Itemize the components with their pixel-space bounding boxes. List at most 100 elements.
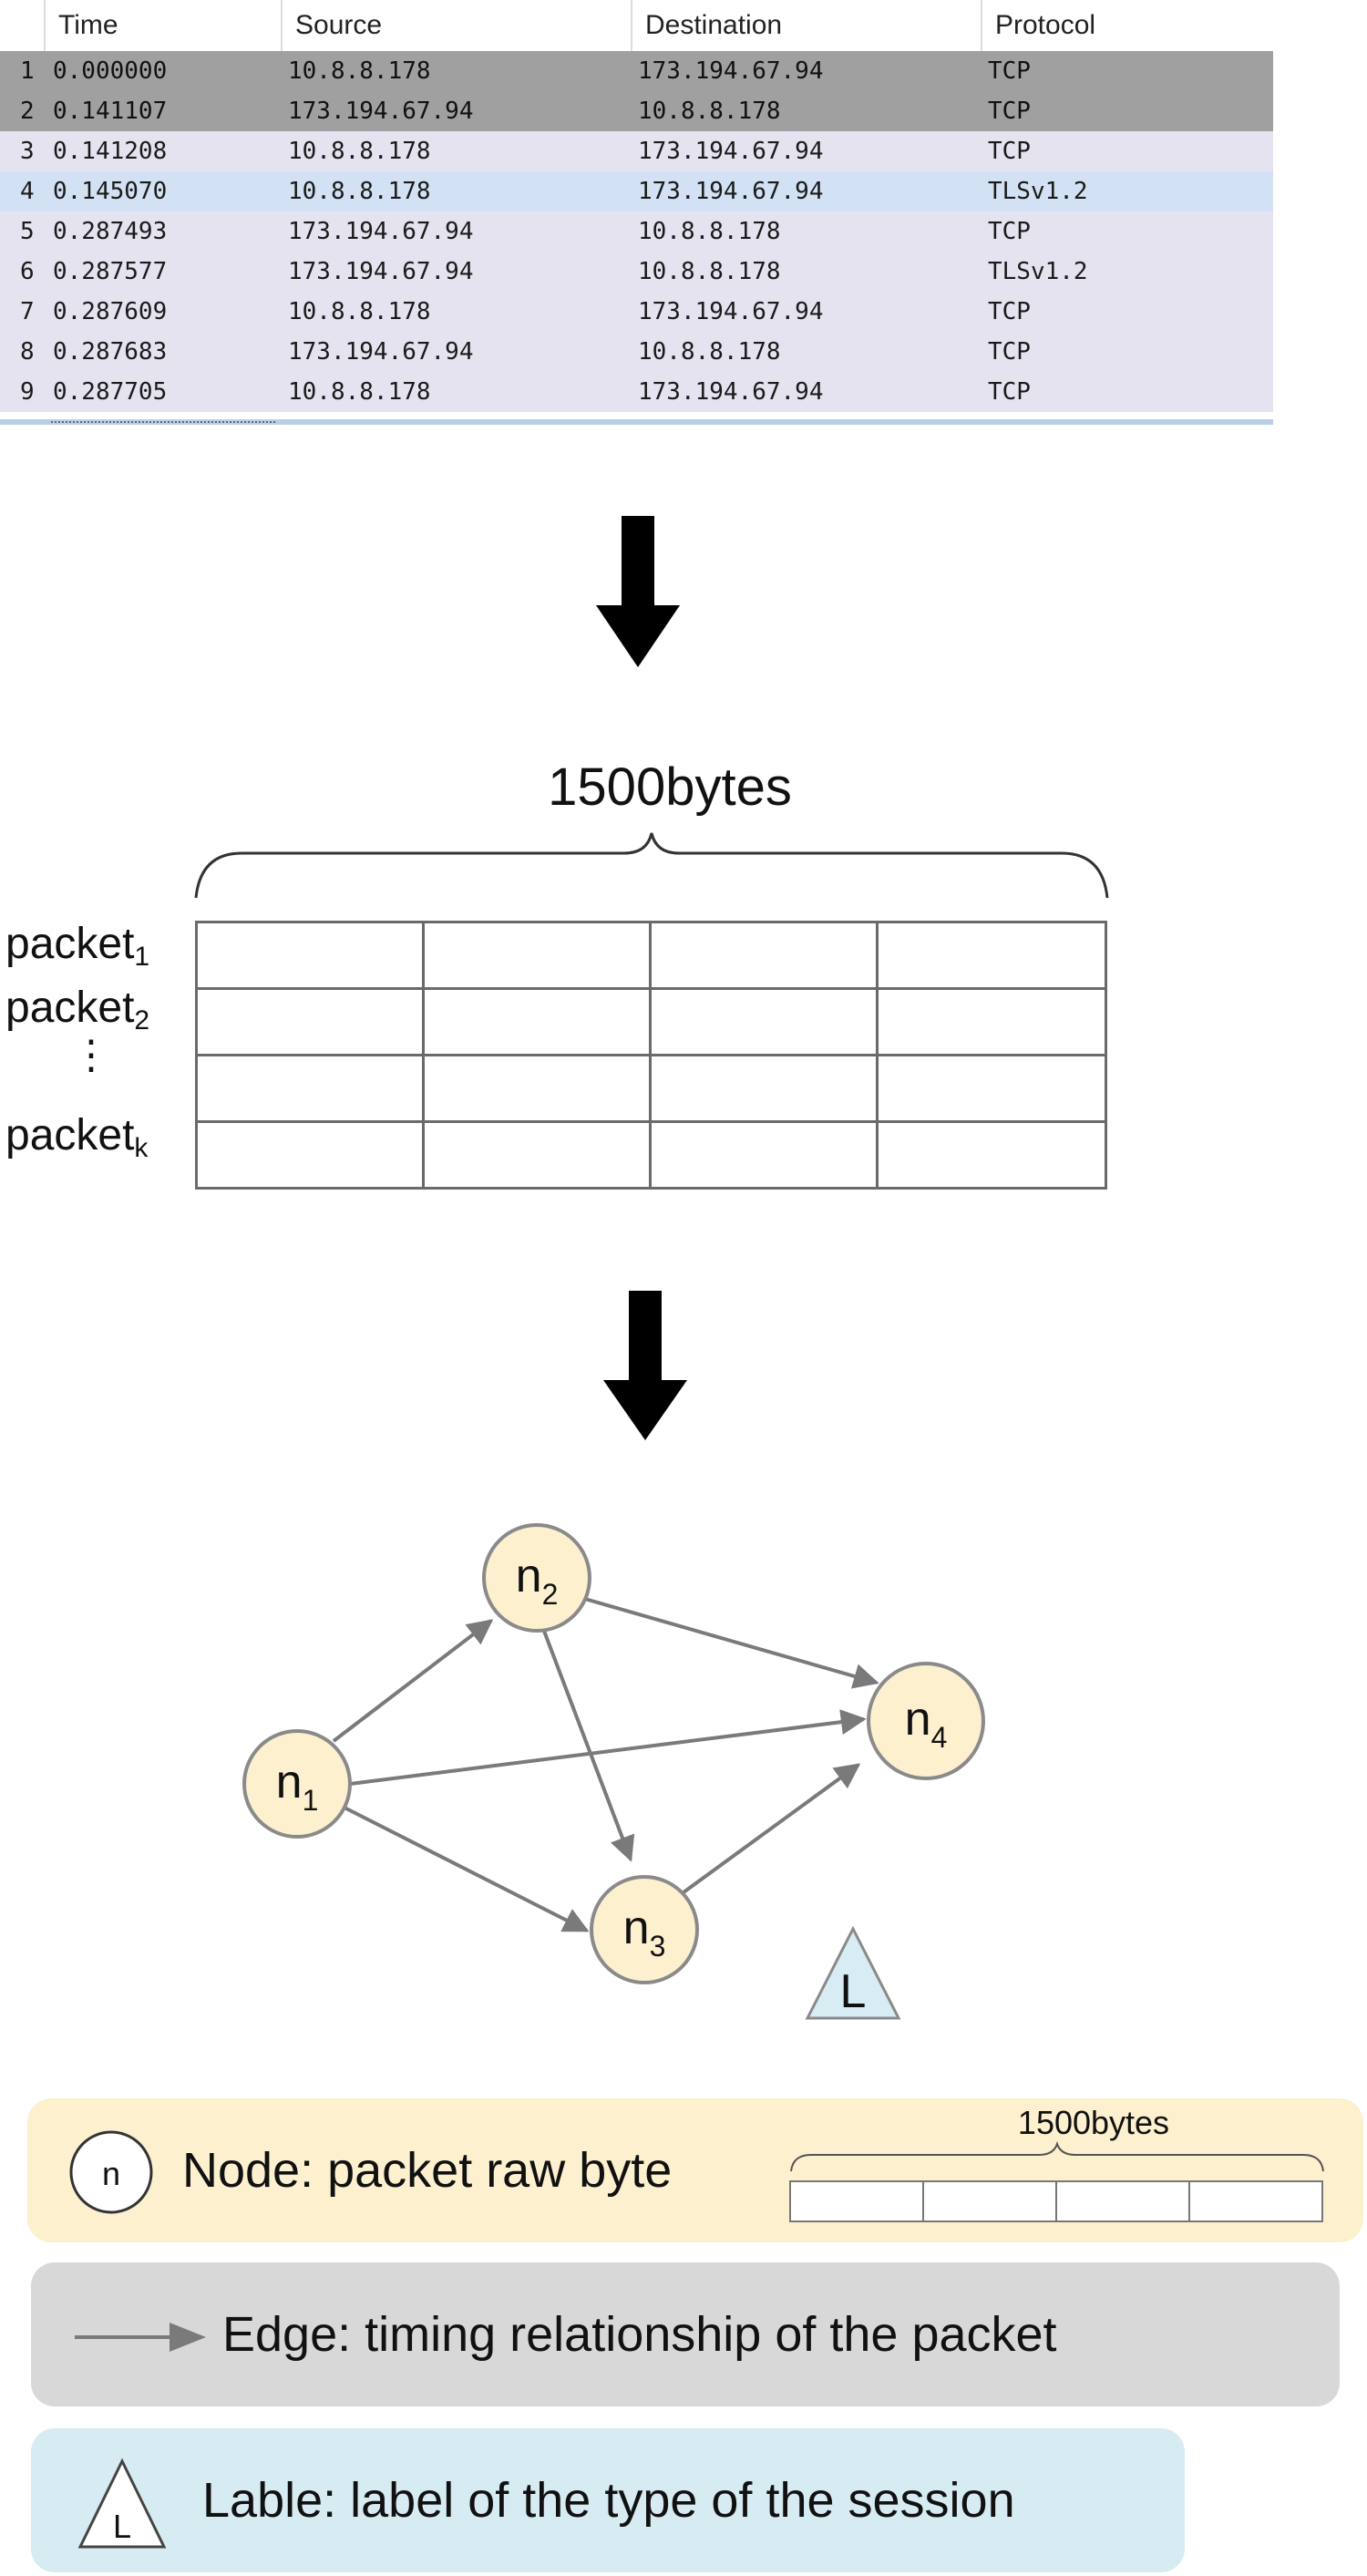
packet-source: 173.194.67.94	[288, 338, 474, 366]
packet-row[interactable]: 6 0.287577 173.194.67.94 10.8.8.178 TLSv…	[0, 252, 1273, 292]
packet-protocol: TCP	[988, 298, 1031, 325]
packet-list-table: Time Source Destination Protocol 1 0.000…	[0, 0, 1273, 427]
packet-destination: 173.194.67.94	[638, 378, 824, 406]
packet-protocol: TCP	[988, 378, 1031, 406]
packet-destination: 10.8.8.178	[638, 218, 781, 245]
packet-row[interactable]: 3 0.141208 10.8.8.178 173.194.67.94 TCP	[0, 131, 1273, 171]
packet-row[interactable]: 5 0.287493 173.194.67.94 10.8.8.178 TCP	[0, 211, 1273, 252]
label-symbol: L	[840, 1965, 867, 2018]
legend-edge	[31, 2262, 1340, 2406]
matrix-cell	[876, 1054, 1107, 1123]
matrix-cell	[649, 1120, 879, 1190]
column-header-protocol[interactable]: Protocol	[981, 0, 1273, 51]
column-header-time[interactable]: Time	[44, 0, 281, 51]
session-graph: n1 n2 n3 n4 L	[242, 1523, 985, 2020]
packet-row[interactable]: 8 0.287683 173.194.67.94 10.8.8.178 TCP	[0, 332, 1273, 372]
column-header-source[interactable]: Source	[281, 0, 631, 51]
graph-edges	[332, 1586, 879, 1932]
edge-n1-n3	[338, 1803, 590, 1932]
focus-outline	[51, 421, 275, 428]
packet-time: 0.287493	[53, 218, 168, 245]
packet-row[interactable]: 1 0.000000 10.8.8.178 173.194.67.94 TCP	[0, 51, 1273, 91]
packet-source: 10.8.8.178	[288, 178, 431, 205]
packet-source: 10.8.8.178	[288, 57, 431, 85]
packet-number: 3	[20, 138, 35, 165]
node-n4: n4	[867, 1662, 985, 1780]
packet-number: 4	[20, 178, 35, 205]
packet-destination: 10.8.8.178	[638, 338, 781, 366]
matrix-brace	[194, 832, 1109, 899]
matrix-cell	[422, 1120, 652, 1190]
packet-number: 2	[20, 98, 35, 125]
down-arrow-icon	[596, 516, 680, 667]
node-circle	[482, 1523, 591, 1633]
packet-protocol: TCP	[988, 57, 1031, 85]
packet-protocol: TLSv1.2	[988, 258, 1088, 285]
packet-time: 0.287609	[53, 298, 168, 325]
edge-n2-n3	[538, 1618, 635, 1862]
session-label-triangle: L	[805, 1925, 901, 2020]
packet-number: 1	[20, 57, 35, 85]
packet-source: 10.8.8.178	[288, 298, 431, 325]
node-n3: n3	[590, 1875, 699, 1984]
row-label-packet-k: packetk	[5, 1111, 149, 1163]
node-n1: n1	[242, 1729, 352, 1839]
matrix-cell	[422, 987, 652, 1056]
packet-source: 173.194.67.94	[288, 258, 474, 285]
legend-byte-cell	[922, 2180, 1057, 2222]
node-circle	[867, 1662, 985, 1780]
matrix-cell	[876, 921, 1107, 990]
matrix-cell	[422, 1054, 652, 1123]
legend-node-symbol: n	[102, 2155, 120, 2192]
matrix-cell	[195, 921, 425, 990]
legend-arrow-icon	[75, 2323, 206, 2352]
packet-protocol: TCP	[988, 218, 1031, 245]
matrix-cell	[649, 987, 879, 1056]
node-circle	[590, 1875, 699, 1984]
node-circle	[242, 1729, 352, 1839]
column-header-destination[interactable]: Destination	[631, 0, 981, 51]
packet-destination: 173.194.67.94	[638, 178, 824, 205]
packet-destination: 173.194.67.94	[638, 298, 824, 325]
legend-byte-cell	[1188, 2180, 1323, 2222]
packet-protocol: TCP	[988, 338, 1031, 366]
packet-number: 9	[20, 378, 35, 406]
packet-protocol: TCP	[988, 138, 1031, 165]
edge-n1-n4	[349, 1709, 867, 1786]
vertical-ellipsis: ⋮	[71, 1033, 111, 1077]
packet-time: 0.287577	[53, 258, 168, 285]
packet-list-bottom-edge	[0, 419, 1273, 425]
packet-row[interactable]: 7 0.287609 10.8.8.178 173.194.67.94 TCP	[0, 292, 1273, 332]
matrix-cell	[422, 921, 652, 990]
edge-n2-n4	[546, 1586, 879, 1689]
packet-time: 0.287705	[53, 378, 168, 406]
legend-edge-text: Edge: timing relationship of the packet	[222, 2307, 1057, 2362]
packet-protocol: TCP	[988, 98, 1031, 125]
legend-byte-cell	[789, 2180, 924, 2222]
legend-triangle-icon: L	[77, 2458, 167, 2549]
packet-number: 8	[20, 338, 35, 366]
node-label: n4	[905, 1693, 948, 1754]
packet-row[interactable]: 2 0.141107 173.194.67.94 10.8.8.178 TCP	[0, 91, 1273, 131]
packet-time: 0.141107	[53, 98, 168, 125]
packet-destination: 10.8.8.178	[638, 98, 781, 125]
matrix-cell	[876, 1120, 1107, 1190]
node-n2: n2	[482, 1523, 591, 1633]
matrix-cell	[195, 1120, 425, 1190]
legend-node-icon: n	[69, 2130, 153, 2214]
legend-byte-cell	[1055, 2180, 1190, 2222]
legend-bytes-label: 1500bytes	[1017, 2104, 1170, 2141]
legend-node-text: Node: packet raw byte	[182, 2143, 673, 2198]
packet-source: 173.194.67.94	[288, 218, 474, 245]
packet-time: 0.287683	[53, 338, 168, 366]
packet-destination: 10.8.8.178	[638, 258, 781, 285]
packet-list-header: Time Source Destination Protocol	[0, 0, 1273, 51]
packet-protocol: TLSv1.2	[988, 178, 1088, 205]
matrix-cell	[649, 1054, 879, 1123]
row-label-packet-1: packet1	[5, 920, 150, 972]
packet-row[interactable]: 4 0.145070 10.8.8.178 173.194.67.94 TLSv…	[0, 171, 1273, 211]
packet-row[interactable]: 9 0.287705 10.8.8.178 173.194.67.94 TCP	[0, 372, 1273, 412]
node-label: n3	[623, 1901, 666, 1963]
matrix-cell	[649, 921, 879, 990]
legend-label-text: Lable: label of the type of the session	[202, 2473, 1015, 2528]
